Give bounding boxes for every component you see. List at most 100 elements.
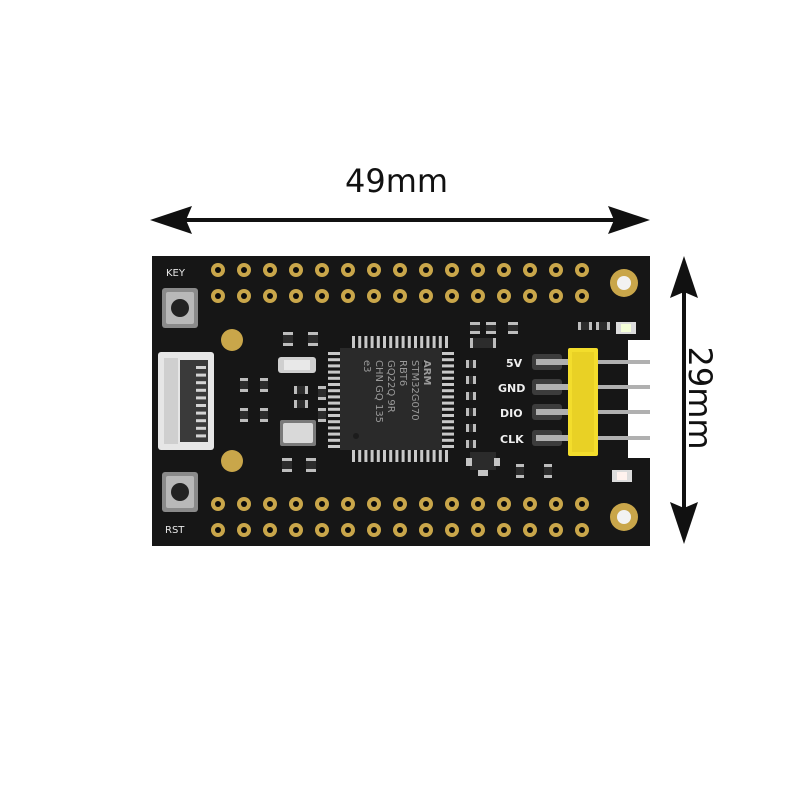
smd-part [466,360,476,368]
mcu-marking-line: RBT6 [397,360,408,386]
pad [341,523,355,537]
pad [445,289,459,303]
smd-part [578,322,592,330]
pad [445,497,459,511]
mounting-hole [610,503,638,531]
pad [211,523,225,537]
height-arrow [670,256,698,544]
mcu-marking-line: e3 [361,360,372,373]
pad [497,497,511,511]
led [616,322,636,334]
smd-part [294,386,308,394]
crystal-oscillator [280,420,316,446]
pad [549,263,563,277]
smd-part [260,378,268,392]
smd-part [516,464,524,478]
smd-part [282,458,292,472]
pad [315,289,329,303]
smd-components [240,322,610,478]
pin-label-clk: CLK [500,433,524,446]
pad [263,523,277,537]
fiducial-pad [221,329,243,351]
header-pin [532,379,650,395]
pad [263,263,277,277]
led [612,470,632,482]
pad [575,289,589,303]
smd-part [240,378,248,392]
mcu-marking-line: ARM [421,360,432,385]
pad [237,523,251,537]
smd-part [470,338,496,348]
pad [367,497,381,511]
smd-part [466,392,476,400]
pad [367,263,381,277]
rst-button [162,472,198,512]
voltage-regulator [466,452,500,476]
pad [211,263,225,277]
pad [289,523,303,537]
pad [497,289,511,303]
fiducial-pad [221,450,243,472]
smd-part [466,408,476,416]
smd-part [466,440,476,448]
pad [289,263,303,277]
smd-part [466,376,476,384]
pad [549,289,563,303]
smd-part [240,408,248,422]
pad [263,497,277,511]
smd-part [318,408,326,422]
pad [523,523,537,537]
smd-part [508,322,518,334]
pin-label-dio: DIO [500,407,523,420]
pad [315,497,329,511]
pad [393,263,407,277]
smd-part [544,464,552,478]
pad [471,289,485,303]
pad [393,497,407,511]
smd-part [283,332,293,346]
pad [471,263,485,277]
rst-label: RST [165,525,185,536]
pin-header [532,348,650,456]
width-dimension-label: 49mm [345,162,449,200]
fpc-connector [158,352,214,450]
pad [523,263,537,277]
pad [445,263,459,277]
pad [341,497,355,511]
crystal-small [278,357,316,373]
pad [367,523,381,537]
pad [497,263,511,277]
smd-part [308,332,318,346]
smd-part [318,386,326,400]
mcu-marking-line: CHN GQ 135 [373,360,384,423]
pad [419,289,433,303]
pad [575,263,589,277]
pad [549,497,563,511]
smd-part [486,322,496,334]
mounting-hole [610,269,638,297]
header-pin [532,354,650,370]
pin-label-5v: 5V [506,357,523,370]
smd-part [466,424,476,432]
header-pin [532,404,650,420]
pad [445,523,459,537]
pad [419,263,433,277]
pad [471,497,485,511]
pad [211,497,225,511]
mcu-marking-line: GQ22Q 9R [385,360,396,413]
header-pin [532,430,650,446]
pad [523,497,537,511]
pad [211,289,225,303]
smd-part [294,400,308,408]
pad [315,523,329,537]
pad [237,497,251,511]
pad [237,263,251,277]
mcu-marking-line: STM32G070 [409,360,420,421]
pad [237,289,251,303]
pad [471,523,485,537]
key-button [162,288,198,328]
pin-label-gnd: GND [498,382,525,395]
pad [419,497,433,511]
pad [315,263,329,277]
